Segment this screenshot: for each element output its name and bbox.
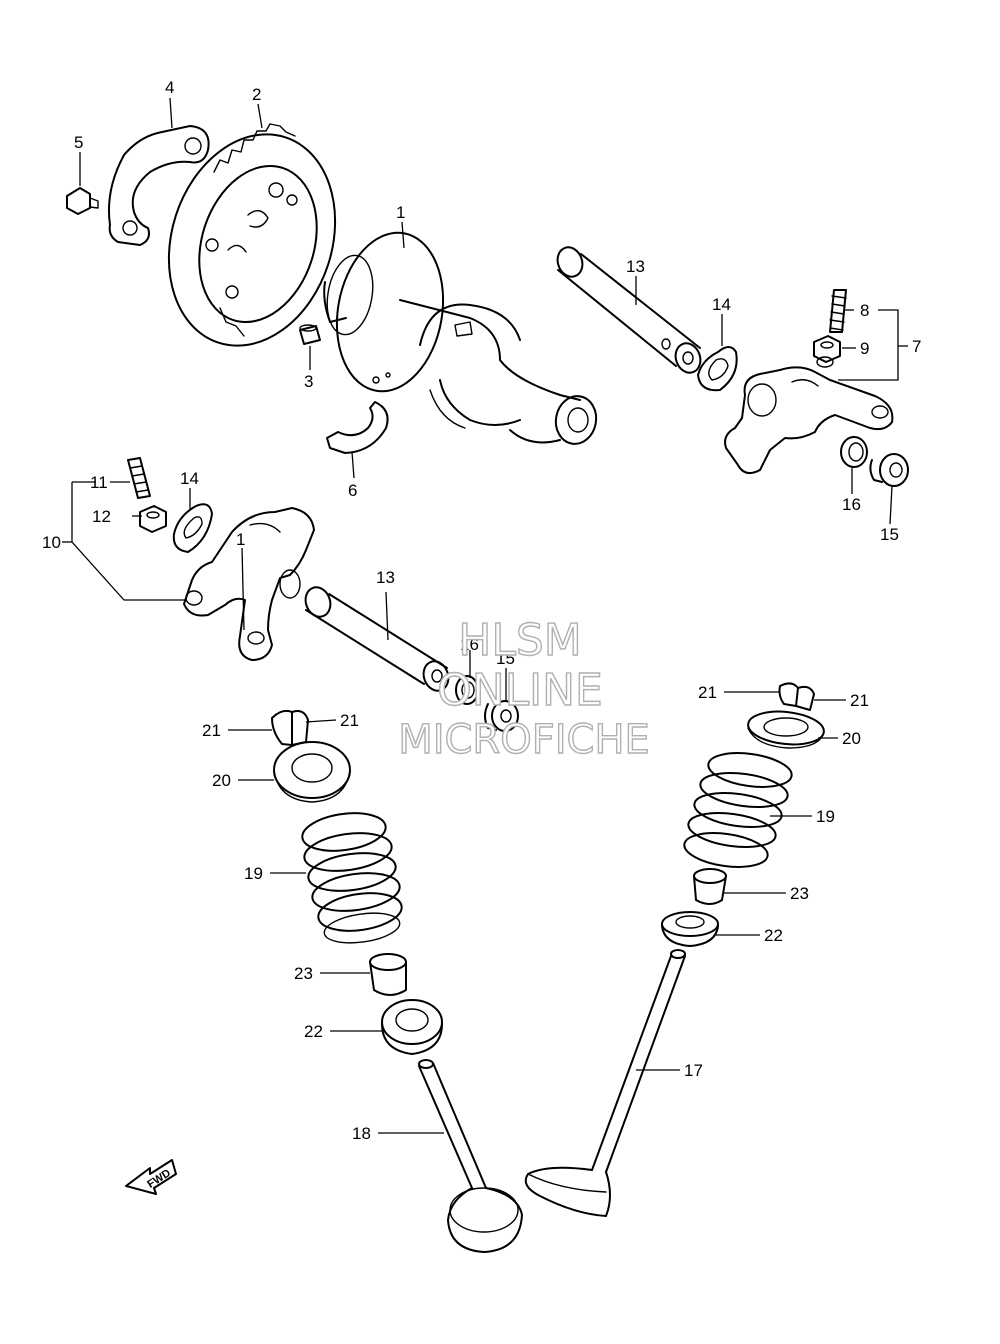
- callout-5: 5: [74, 133, 83, 152]
- part-6-half-ring: [326, 401, 389, 454]
- part-15-bolt-center: [484, 700, 519, 732]
- callout-21-left-b: 21: [340, 711, 359, 730]
- watermark-line-2: ONLINE: [437, 665, 603, 716]
- callout-3: 3: [304, 372, 313, 391]
- part-19-spring-left: [301, 812, 403, 944]
- callout-21-right-b: 21: [850, 691, 869, 710]
- callout-7: 7: [912, 337, 921, 356]
- watermark-line-1: HLSM: [458, 615, 582, 666]
- callout-17: 17: [684, 1061, 703, 1080]
- callout-6: 6: [348, 481, 357, 500]
- callout-19-right: 19: [816, 807, 835, 826]
- callout-2: 2: [252, 85, 261, 104]
- part-14-clip-upper: [697, 346, 738, 392]
- part-13-rocker-shaft-upper: [556, 246, 702, 374]
- part-15-bolt-right: [869, 453, 909, 487]
- callout-14-left: 14: [180, 469, 199, 488]
- part-14-clip-left: [172, 503, 213, 553]
- callout-8: 8: [860, 301, 869, 320]
- callout-15-center: 15: [496, 649, 515, 668]
- part-9-nut: [813, 335, 841, 363]
- callout-13-lower: 13: [376, 568, 395, 587]
- callout-21-left-a: 21: [202, 721, 221, 740]
- part-17-valve-right: [524, 949, 686, 1217]
- part-4-camshaft-plate: [107, 125, 210, 246]
- part-1-camshaft: [323, 231, 598, 445]
- part-7-rocker-arm-right: [724, 356, 894, 475]
- callout-9: 9: [860, 339, 869, 358]
- watermark-line-3: MICROFICHE: [398, 717, 650, 763]
- callout-23-right: 23: [790, 884, 809, 903]
- leader-lines: [62, 97, 908, 1134]
- part-3-pin: [299, 324, 321, 345]
- callout-labels: 4 2 5 1 13 14 8 9 7 3 6 16 15 11 14 12 1…: [42, 78, 921, 1143]
- watermark: HLSM ONLINE MICROFICHE: [397, 614, 650, 763]
- callout-22-right: 22: [764, 926, 783, 945]
- callout-4: 4: [165, 78, 174, 97]
- callout-10: 10: [42, 533, 61, 552]
- callout-20-left: 20: [212, 771, 231, 790]
- part-21-cotters-left: [271, 709, 309, 746]
- part-20-retainer-left: [273, 741, 351, 803]
- callout-12: 12: [92, 507, 111, 526]
- part-22-seat-right: [661, 911, 719, 947]
- callout-13-upper: 13: [626, 257, 645, 276]
- callout-20-right: 20: [842, 729, 861, 748]
- callout-1-upper: 1: [396, 203, 405, 222]
- callout-18: 18: [352, 1124, 371, 1143]
- callout-11: 11: [90, 473, 108, 492]
- part-16-washer-right: [840, 436, 868, 468]
- part-18-valve-left: [418, 1059, 523, 1253]
- callout-23-left: 23: [294, 964, 313, 983]
- part-12-nut: [139, 505, 167, 533]
- part-23-seal-right: [693, 868, 727, 905]
- callout-15-right: 15: [880, 525, 899, 544]
- callout-1-lower: 1: [236, 530, 245, 549]
- part-21-cotters-right: [778, 682, 815, 711]
- part-22-seat-left: [381, 999, 443, 1055]
- callout-21-right-a: 21: [698, 683, 717, 702]
- part-8-adjust-screw: [829, 289, 847, 333]
- forward-direction-arrow: FWD: [125, 1159, 177, 1195]
- callout-14-upper: 14: [712, 295, 731, 314]
- part-23-seal-left: [369, 953, 407, 996]
- callout-16-center: 16: [460, 635, 479, 654]
- callout-22-left: 22: [304, 1022, 323, 1041]
- part-13-rocker-shaft-lower: [304, 586, 450, 692]
- part-19-spring-right: [683, 752, 793, 868]
- part-5-bolt: [66, 187, 99, 215]
- part-20-retainer-right: [747, 710, 825, 749]
- part-16-washer-center: [455, 675, 479, 705]
- part-2-cam-sprocket: [167, 123, 337, 347]
- part-10-rocker-arm-left: [183, 507, 315, 661]
- part-11-adjust-screw: [127, 457, 151, 499]
- callout-16-right: 16: [842, 495, 861, 514]
- callout-19-left: 19: [244, 864, 263, 883]
